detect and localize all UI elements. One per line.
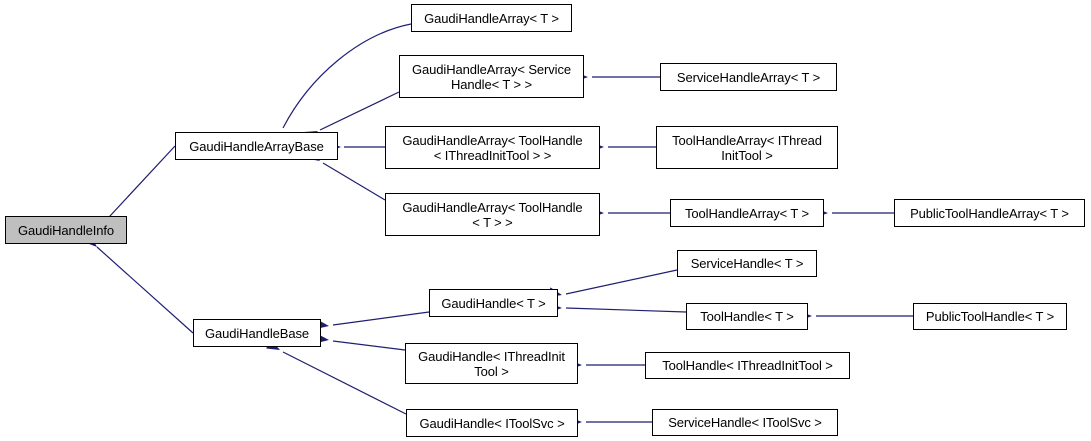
inheritance-edge — [332, 340, 406, 351]
class-node-tool-handle-ithreadinittool[interactable]: ToolHandle< IThreadInitTool > — [645, 352, 850, 379]
inheritance-edge — [96, 246, 194, 334]
class-node-tool-handle-t[interactable]: ToolHandle< T > — [686, 303, 808, 330]
class-node-tool-handle-array-t[interactable]: ToolHandleArray< T > — [670, 199, 824, 227]
class-node-gaudi-handle-array-t[interactable]: GaudiHandleArray< T > — [411, 4, 572, 32]
inheritance-edge — [565, 269, 678, 295]
inheritance-edge — [322, 162, 386, 201]
class-node-gaudi-handle-info: GaudiHandleInfo — [5, 216, 127, 244]
class-node-gaudi-handle-t[interactable]: GaudiHandle< T > — [429, 289, 558, 317]
inheritance-edge — [282, 23, 412, 129]
class-node-service-handle-array-t[interactable]: ServiceHandleArray< T > — [660, 63, 837, 91]
class-node-gaudi-handle-array-tool-handle-t[interactable]: GaudiHandleArray< ToolHandle < T > > — [385, 193, 600, 236]
class-node-gaudi-handle-base[interactable]: GaudiHandleBase — [193, 319, 321, 347]
class-node-public-tool-handle-array-t[interactable]: PublicToolHandleArray< T > — [894, 199, 1085, 227]
class-node-gaudi-handle-array-tool-handle-ithreadinittool[interactable]: GaudiHandleArray< ToolHandle < IThreadIn… — [385, 126, 600, 169]
inheritance-edge — [319, 91, 400, 131]
class-node-gaudi-handle-array-service-handle-t[interactable]: GaudiHandleArray< Service Handle< T > > — [399, 55, 584, 98]
inheritance-edge — [282, 351, 407, 415]
class-node-gaudi-handle-array-base[interactable]: GaudiHandleArrayBase — [175, 132, 338, 160]
class-node-tool-handle-array-ithreadinittool[interactable]: ToolHandleArray< IThread InitTool > — [656, 126, 838, 169]
inheritance-edge — [565, 307, 687, 313]
class-node-public-tool-handle-t[interactable]: PublicToolHandle< T > — [913, 303, 1067, 330]
class-node-service-handle-t[interactable]: ServiceHandle< T > — [677, 250, 817, 277]
class-node-gaudi-handle-ithreadinittool[interactable]: GaudiHandle< IThreadInit Tool > — [405, 343, 578, 384]
class-node-service-handle-itoolsvc[interactable]: ServiceHandle< IToolSvc > — [652, 409, 838, 436]
inheritance-edge — [332, 311, 430, 326]
class-node-gaudi-handle-itoolsvc[interactable]: GaudiHandle< IToolSvc > — [406, 409, 578, 437]
